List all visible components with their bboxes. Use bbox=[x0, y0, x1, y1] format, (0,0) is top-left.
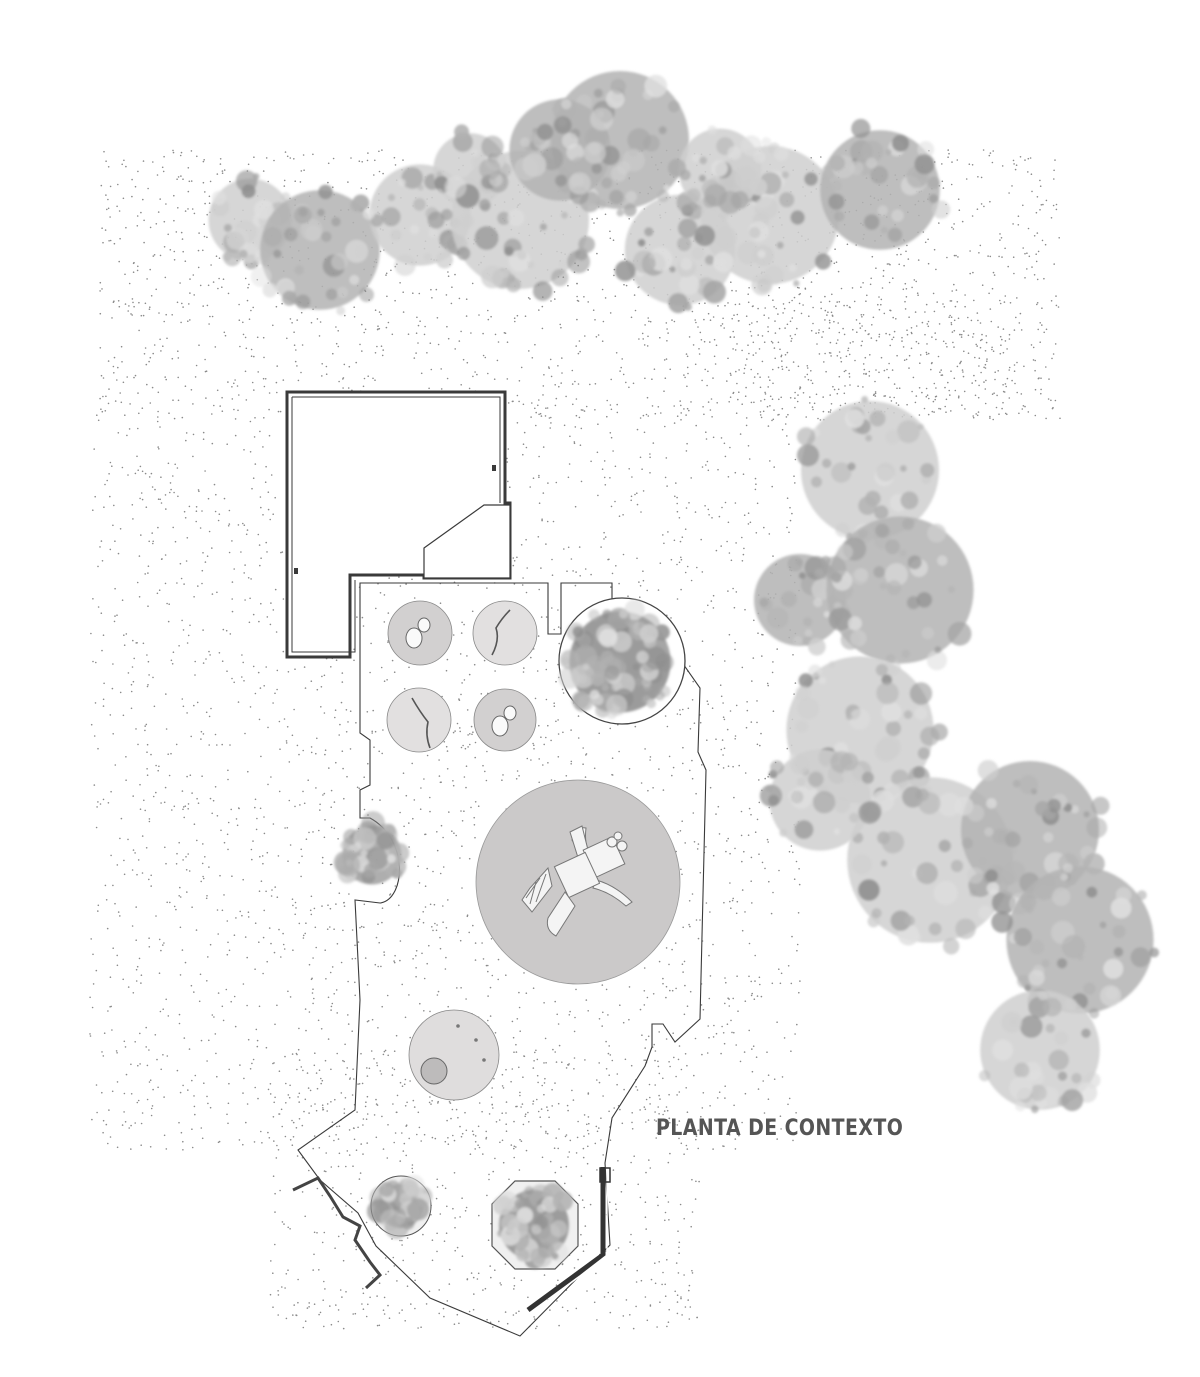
tree-canopy-icon bbox=[509, 98, 620, 205]
tree-canopy-icon bbox=[558, 599, 674, 720]
tree-canopy-icon bbox=[754, 554, 853, 656]
tree-canopy-icon bbox=[759, 749, 882, 851]
plaza-trees-group bbox=[333, 599, 674, 1270]
tree-canopy-icon bbox=[366, 1174, 433, 1240]
tree-canopy-icon bbox=[433, 124, 512, 211]
playground-main-circle bbox=[475, 779, 681, 985]
tree-canopy-icon bbox=[820, 118, 951, 250]
tree-canopy-icon bbox=[250, 184, 380, 316]
play-equipment-circles bbox=[386, 600, 538, 753]
tree-canopy-icon bbox=[991, 853, 1160, 1019]
playground-structure-icon bbox=[521, 825, 633, 937]
sandpit-circle bbox=[408, 1009, 500, 1101]
tree-canopy-icon bbox=[796, 395, 939, 550]
tree-canopy-icon bbox=[822, 516, 974, 676]
plan-title: PLANTA DE CONTEXTO bbox=[656, 1116, 904, 1141]
tree-canopy-icon bbox=[333, 811, 410, 885]
tree-canopy-icon bbox=[493, 1183, 573, 1270]
tree-canopy-icon bbox=[208, 170, 292, 270]
building-outline bbox=[285, 390, 512, 659]
tree-canopies-group bbox=[208, 71, 1160, 1114]
tree-canopy-icon bbox=[979, 984, 1101, 1114]
tree-canopy-icon bbox=[667, 125, 768, 214]
